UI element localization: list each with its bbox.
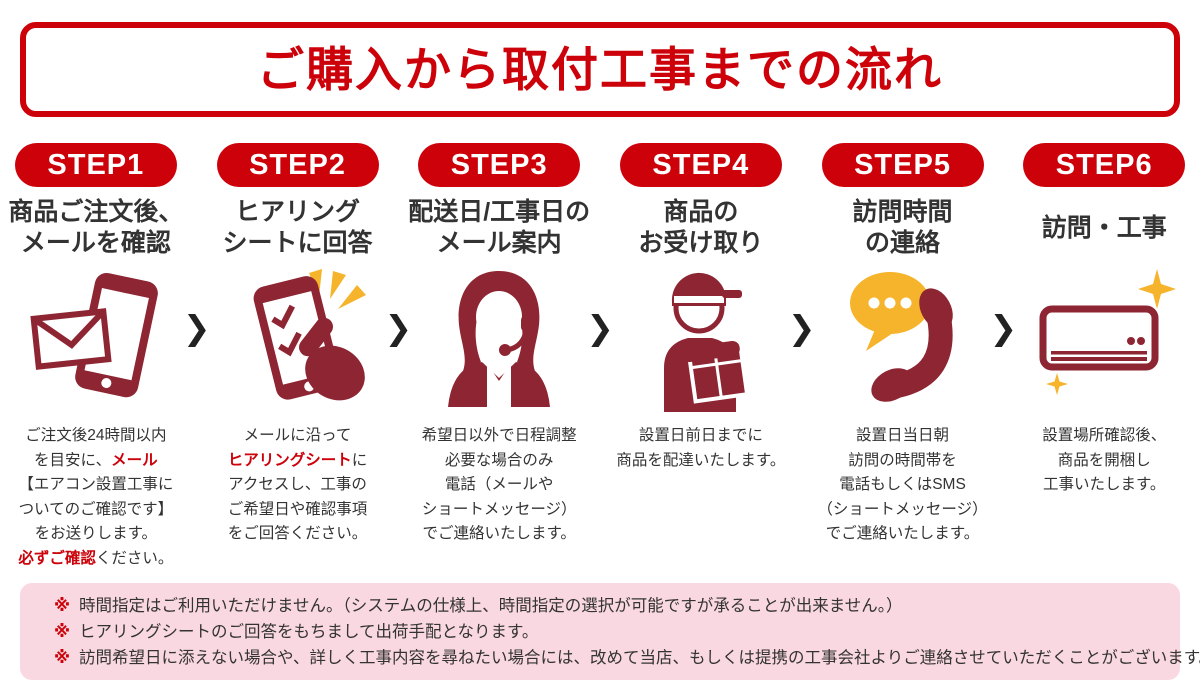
arrow-3: ❯ xyxy=(586,143,614,443)
step-1-column: STEP1 商品ご注文後、メールを確認 ご注文後24時間以内を目安に、メール【エ… xyxy=(4,143,188,571)
note-text: 時間指定はご利用いただけません。（システムの仕様上、時間指定の選択が可能ですが承… xyxy=(79,596,903,615)
delivery-icon xyxy=(609,262,793,412)
note-text: ヒアリングシートのご回答をもちまして出荷手配となります。 xyxy=(79,622,539,641)
page-title: ご購入から取付工事までの流れ xyxy=(257,43,943,96)
chevron-right-icon: ❯ xyxy=(384,309,413,346)
step-6-badge: STEP6 xyxy=(1023,143,1186,187)
step-3-column: STEP3 配送日/工事日のメール案内 希望日以外で日程調整必要な場合のみ電話（… xyxy=(407,143,591,547)
step-5-description: 設置日当日朝訪問の時間帯を電話もしくはSMS（ショートメッセージ）でご連絡いたし… xyxy=(817,427,988,542)
step-6-title: 訪問・工事 xyxy=(1041,213,1167,242)
step-4-title: 商品のお受け取り xyxy=(638,198,764,257)
arrow-4: ❯ xyxy=(788,143,816,443)
step-5-column: STEP5 訪問時間の連絡 設置日当日朝訪問の時間帯を電話もしくはSMS（ショー… xyxy=(811,143,995,547)
step-2-badge: STEP2 xyxy=(216,143,379,187)
hearing-sheet-phone-icon xyxy=(206,262,390,412)
note-asterisk: ※ xyxy=(54,596,71,615)
chevron-right-icon: ❯ xyxy=(989,309,1018,346)
step-3-badge: STEP3 xyxy=(418,143,581,187)
step-5-badge: STEP5 xyxy=(821,143,984,187)
step-4-column: STEP4 商品のお受け取り 設置日前日までに商品を配達いたします。 xyxy=(609,143,793,473)
steps-row: STEP1 商品ご注文後、メールを確認 ご注文後24時間以内を目安に、メール【エ… xyxy=(4,143,1196,571)
step-6-description: 設置場所確認後、商品を開梱し工事いたします。 xyxy=(1042,427,1167,493)
step-3-title: 配送日/工事日のメール案内 xyxy=(408,198,591,257)
operator-icon xyxy=(407,262,591,412)
title-banner: ご購入から取付工事までの流れ xyxy=(20,22,1180,117)
note-line: ※ 時間指定はご利用いただけません。（システムの仕様上、時間指定の選択が可能です… xyxy=(54,593,1180,619)
step-5-title: 訪問時間の連絡 xyxy=(852,198,953,257)
step-2-description: メールに沿ってヒアリングシートにアクセスし、工事のご希望日や確認事項をご回答くだ… xyxy=(227,427,368,542)
note-line: ※ 訪問希望日に添えない場合や、詳しく工事内容を尋ねたい場合には、改めて当店、も… xyxy=(54,645,1200,671)
phone-chat-icon xyxy=(811,262,995,412)
chevron-right-icon: ❯ xyxy=(182,309,211,346)
step-6-column: STEP6 訪問・工事 設置場所確認後、商品を開梱し工事いたします。 xyxy=(1012,143,1196,498)
mail-phone-icon xyxy=(4,262,188,412)
arrow-1: ❯ xyxy=(183,143,211,443)
step-1-description: ご注文後24時間以内を目安に、メール【エアコン設置工事についてのご確認です】をお… xyxy=(18,427,174,567)
arrow-2: ❯ xyxy=(385,143,413,443)
step-3-description: 希望日以外で日程調整必要な場合のみ電話（メールやショートメッセージ）でご連絡いた… xyxy=(421,427,577,542)
chevron-right-icon: ❯ xyxy=(787,309,816,346)
step-1-title: 商品ご注文後、メールを確認 xyxy=(8,198,184,257)
step-4-badge: STEP4 xyxy=(619,143,782,187)
notes-box: ※ 時間指定はご利用いただけません。（システムの仕様上、時間指定の選択が可能です… xyxy=(20,583,1200,680)
aircon-icon xyxy=(1012,262,1196,412)
note-line: ※ ヒアリングシートのご回答をもちまして出荷手配となります。 xyxy=(54,619,1180,645)
note-asterisk: ※ xyxy=(54,622,71,641)
note-text: 訪問希望日に添えない場合や、詳しく工事内容を尋ねたい場合には、改めて当店、もしく… xyxy=(79,648,1200,667)
chevron-right-icon: ❯ xyxy=(586,309,614,346)
step-4-description: 設置日前日までに商品を配達いたします。 xyxy=(616,427,786,469)
step-2-title: ヒアリングシートに回答 xyxy=(222,198,373,257)
arrow-5: ❯ xyxy=(990,143,1018,443)
step-2-column: STEP2 ヒアリングシートに回答 メールに沿ってヒアリ xyxy=(206,143,390,547)
note-asterisk: ※ xyxy=(54,648,71,667)
step-1-badge: STEP1 xyxy=(14,143,177,187)
